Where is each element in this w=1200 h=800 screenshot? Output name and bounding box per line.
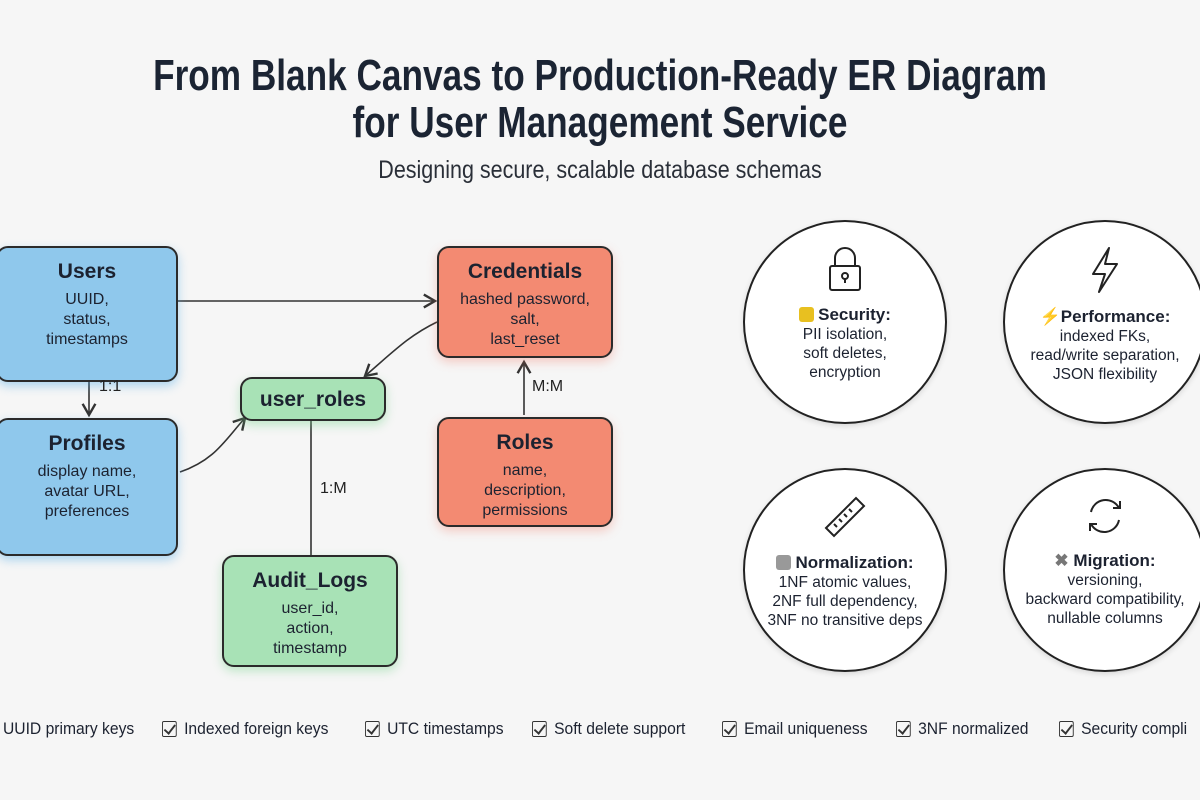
entity-field: timestamp	[273, 640, 347, 657]
checklist-item: Indexed foreign keys	[162, 719, 328, 739]
checklist-item: UUID primary keys	[3, 719, 134, 739]
entity-users[interactable]: Users UUID, status, timestamps	[0, 246, 178, 382]
title-line-2: for User Management Service	[352, 98, 848, 147]
security-badge-icon	[799, 307, 815, 322]
entity-name: Users	[57, 260, 117, 283]
entity-field: preferences	[44, 503, 130, 520]
entity-roles[interactable]: Roles name, description, permissions	[437, 417, 613, 527]
checklist-label: Security compli	[1081, 719, 1188, 738]
principle-line: JSON flexibility	[1052, 366, 1158, 383]
entity-name: Profiles	[48, 432, 126, 455]
entity-field: avatar URL,	[44, 483, 130, 500]
principle-security: Security: PII isolation, soft deletes, e…	[743, 220, 947, 424]
checklist-item: 3NF normalized	[896, 719, 1028, 739]
principle-heading: Normalization:	[795, 553, 914, 572]
principle-line: indexed FKs,	[1059, 328, 1151, 345]
ruler-icon	[824, 496, 866, 538]
checklist-item: Soft delete support	[532, 719, 685, 739]
lock-icon	[829, 247, 861, 291]
checkbox-icon	[365, 721, 380, 737]
principle-line: 1NF atomic values,	[778, 574, 912, 591]
entity-field: action,	[286, 620, 334, 637]
edge-credentials-userroles	[363, 321, 438, 378]
title-line-1: From Blank Canvas to Production-Ready ER…	[153, 51, 1047, 100]
principle-line: backward compatibility,	[1025, 591, 1185, 608]
rel-label-roles-credentials: M:M	[532, 378, 564, 395]
checklist-label: Indexed foreign keys	[184, 719, 329, 738]
lightning-badge-icon: ⚡	[1039, 307, 1061, 326]
checkbox-icon	[532, 721, 547, 737]
principle-migration: ✖ Migration: versioning, backward compat…	[1003, 468, 1200, 672]
entity-profiles[interactable]: Profiles display name, avatar URL, prefe…	[0, 418, 178, 556]
checkbox-icon	[722, 721, 737, 737]
entity-name: user_roles	[259, 388, 367, 411]
checkbox-icon	[1059, 721, 1074, 737]
entity-field: hashed password,	[460, 291, 590, 308]
principle-line: 2NF full dependency,	[772, 593, 918, 610]
checklist-item: Email uniqueness	[722, 719, 868, 739]
entity-field: timestamps	[46, 331, 128, 348]
rel-label-userroles-audit: 1:M	[320, 480, 347, 497]
entity-field: display name,	[37, 463, 137, 480]
principle-heading: Migration:	[1073, 551, 1156, 570]
principle-heading: Performance:	[1060, 307, 1171, 326]
refresh-icon	[1089, 498, 1121, 534]
entity-audit-logs[interactable]: Audit_Logs user_id, action, timestamp	[222, 555, 398, 667]
entity-user-roles[interactable]: user_roles	[240, 377, 386, 421]
entity-field: salt,	[510, 311, 540, 328]
tools-badge-icon: ✖	[1054, 551, 1069, 570]
principle-line: soft deletes,	[803, 345, 887, 362]
entity-field: name,	[502, 462, 548, 479]
principle-performance: ⚡Performance: indexed FKs, read/write se…	[1003, 220, 1200, 424]
entity-field: UUID,	[65, 291, 109, 308]
entity-field: permissions	[482, 502, 568, 519]
principle-line: read/write separation,	[1030, 347, 1180, 364]
edge-profiles-userroles	[179, 416, 247, 473]
gray-badge-icon	[776, 555, 792, 570]
checklist-label: Email uniqueness	[744, 719, 868, 738]
entity-field: last_reset	[490, 331, 560, 348]
entity-name: Audit_Logs	[252, 569, 368, 592]
principle-line: PII isolation,	[802, 326, 888, 343]
checklist-item: Security compli	[1059, 719, 1187, 739]
principle-heading: Security:	[818, 305, 891, 324]
principle-line: nullable columns	[1047, 610, 1163, 627]
checklist-label: 3NF normalized	[918, 719, 1029, 738]
entity-name: Credentials	[467, 260, 583, 283]
lightning-icon	[1092, 247, 1118, 293]
subtitle: Designing secure, scalable database sche…	[378, 156, 822, 184]
rel-label-users-profiles: 1:1	[99, 378, 122, 395]
checkbox-icon	[162, 721, 177, 737]
entity-field: user_id,	[281, 600, 339, 617]
entity-field: status,	[63, 311, 111, 328]
checkbox-icon	[896, 721, 911, 737]
checklist-label: UUID primary keys	[3, 719, 135, 738]
principle-normalization: Normalization: 1NF atomic values, 2NF fu…	[743, 468, 947, 672]
checklist-label: UTC timestamps	[387, 719, 504, 738]
entity-credentials[interactable]: Credentials hashed password, salt, last_…	[437, 246, 613, 358]
checklist-label: Soft delete support	[554, 719, 686, 738]
entity-field: description,	[484, 482, 566, 499]
principle-line: 3NF no transitive deps	[767, 612, 923, 629]
principle-line: encryption	[809, 364, 881, 381]
entity-name: Roles	[496, 431, 554, 454]
checklist-item: UTC timestamps	[365, 719, 504, 739]
principle-line: versioning,	[1067, 572, 1143, 589]
